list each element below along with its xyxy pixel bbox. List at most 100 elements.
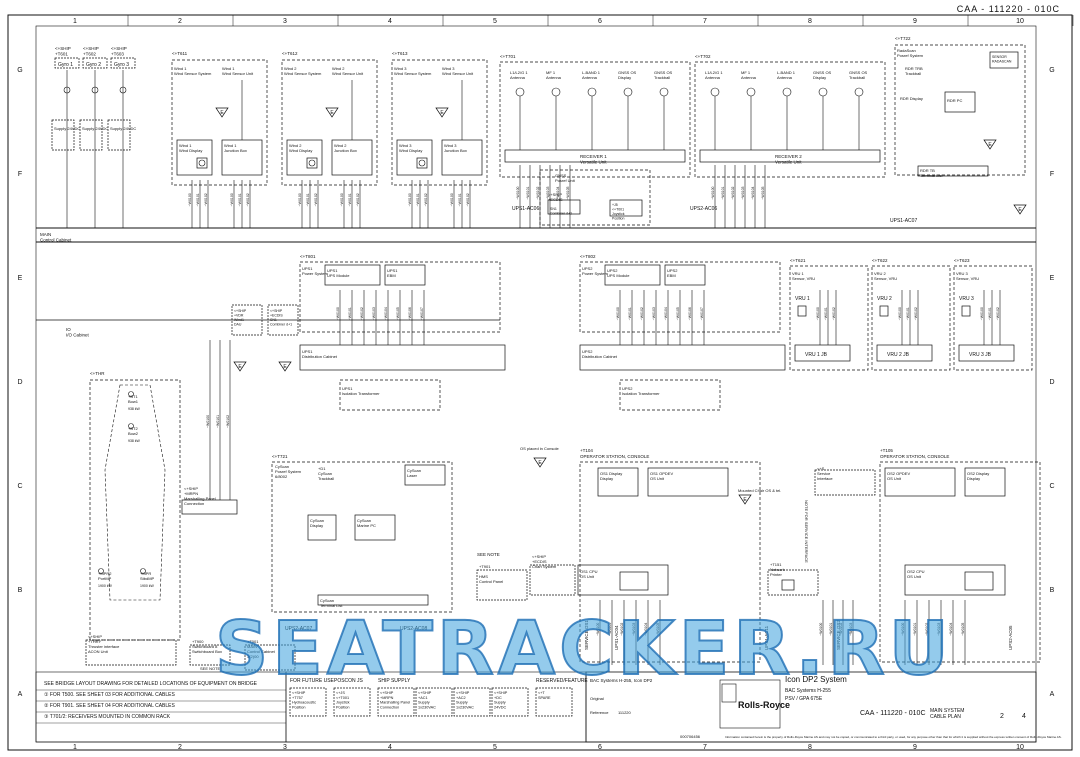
gyro-icon bbox=[91, 86, 99, 94]
legend-item-box bbox=[415, 687, 453, 717]
antenna-icon bbox=[659, 87, 669, 97]
wind-display-box bbox=[286, 139, 323, 176]
sn1-box bbox=[547, 199, 581, 215]
gyro-label: Gyro 3 bbox=[114, 62, 129, 68]
grid-col-top: 2 bbox=[178, 18, 182, 25]
gyro-supply-label: Supply 24VDC bbox=[110, 126, 136, 131]
ups-ebm-box bbox=[384, 264, 426, 286]
receiver-tag: <+T701 bbox=[500, 54, 516, 59]
rev-triangle-icon bbox=[233, 361, 247, 372]
project-title: Icon DP2 System bbox=[785, 675, 847, 684]
cyscan-tb-box bbox=[317, 594, 429, 606]
rr-logo-box bbox=[719, 679, 781, 729]
cyscan-pc-box bbox=[354, 514, 396, 541]
cable-id: ~W0101 bbox=[906, 307, 910, 320]
antenna-icon bbox=[782, 87, 792, 97]
ups-tag: <+T801 bbox=[300, 254, 316, 259]
os1-tag: +T104 bbox=[580, 448, 593, 453]
ups-iso-box bbox=[339, 379, 441, 411]
cable-id: ~W0102 bbox=[226, 415, 230, 428]
grid-col-bottom: 2 bbox=[178, 744, 182, 751]
grid-col-bottom: 9 bbox=[913, 744, 917, 751]
thruster-rating: 1900 kW bbox=[98, 584, 113, 588]
legend-head: SHIP SUPPLY bbox=[378, 678, 411, 684]
cable-id: ~W0105 bbox=[566, 186, 570, 199]
gyro-box bbox=[110, 57, 136, 69]
cable-id: ~W0103 bbox=[937, 623, 941, 636]
antenna-icon bbox=[623, 87, 633, 97]
title-reference: Reference bbox=[590, 710, 609, 715]
grid-col-bottom: 3 bbox=[283, 744, 287, 751]
ecdis-label: <+SHIP+ECDIS bbox=[548, 192, 563, 202]
grid-col-top: 3 bbox=[283, 18, 287, 25]
receiver-box bbox=[694, 61, 886, 178]
rdr-pc-label: RDR PC bbox=[947, 98, 962, 103]
antenna-icon bbox=[746, 87, 756, 97]
wind-system-box bbox=[171, 59, 268, 186]
marshalling-box bbox=[181, 499, 238, 515]
cable-id: ~W0104 bbox=[751, 186, 755, 199]
cable-id: ~W0102 bbox=[914, 307, 918, 320]
grid-row-left: B bbox=[18, 587, 23, 594]
note-line: ① FOR T500. SEE SHEET 03 FOR ADDITIONAL … bbox=[44, 692, 175, 698]
gyro-box bbox=[82, 57, 108, 69]
cyscan-box bbox=[271, 461, 453, 613]
legend-item-box bbox=[491, 687, 529, 717]
legend-head: POSCON JS bbox=[334, 678, 364, 684]
grid-row-right: D bbox=[1049, 379, 1054, 386]
grid-col-top: 9 bbox=[913, 18, 917, 25]
grid-row-left: F bbox=[18, 171, 22, 178]
company-name: Rolls-Royce bbox=[738, 700, 790, 710]
legend-item-box bbox=[535, 687, 573, 717]
os2-cpu-box bbox=[904, 564, 1006, 596]
vru-name: VRU 2 bbox=[877, 296, 892, 302]
wind-system-box bbox=[391, 59, 488, 186]
os2-display-box bbox=[964, 467, 1006, 497]
os2-tag: +T105 bbox=[880, 448, 893, 453]
hms-tag: +T901 bbox=[479, 564, 491, 569]
cable-id: ~W0102 bbox=[356, 193, 360, 206]
gyro-box bbox=[54, 57, 80, 69]
wind-dial-icon bbox=[308, 159, 316, 167]
cable-id: ~W0102 bbox=[731, 186, 735, 199]
cable-id: ~W0100 bbox=[298, 193, 302, 206]
t001-box bbox=[244, 644, 296, 671]
grid-row-right: F bbox=[1050, 171, 1054, 178]
inner-frame bbox=[35, 25, 1037, 743]
vru-icon bbox=[879, 305, 889, 317]
os1-console-box bbox=[579, 461, 761, 663]
grid-col-top: 5 bbox=[493, 18, 497, 25]
title-block bbox=[585, 671, 1037, 743]
cable-id: ~W0105 bbox=[656, 623, 660, 636]
cable-id: ~W0100 bbox=[816, 307, 820, 320]
cable-id: ~W0105 bbox=[961, 623, 965, 636]
cable-id: ~W0103 bbox=[741, 186, 745, 199]
wind1-dau-box bbox=[231, 304, 263, 336]
antenna-icon bbox=[854, 87, 864, 97]
cable-label: SERVICE OS1 bbox=[584, 620, 589, 650]
cyscan-tag: <+T721 bbox=[272, 454, 288, 459]
cable-id: ~W0102 bbox=[996, 307, 1000, 320]
grid-row-right: B bbox=[1050, 587, 1055, 594]
grid-col-top: 10 bbox=[1016, 18, 1024, 25]
